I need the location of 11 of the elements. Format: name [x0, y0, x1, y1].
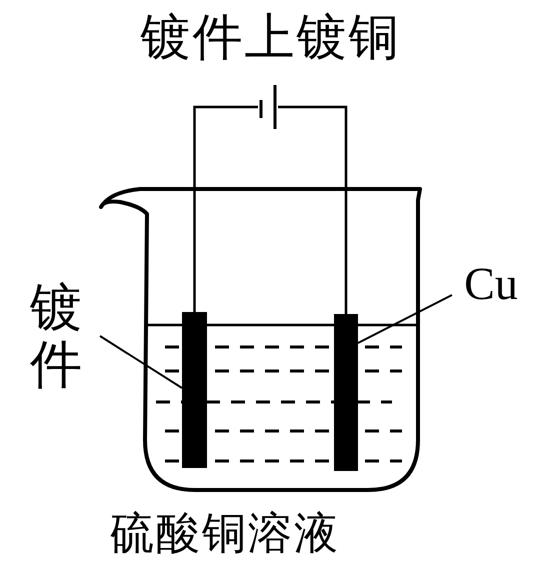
title: 镀件上镀铜: [140, 12, 402, 62]
solution-label: 硫酸铜溶液: [110, 510, 340, 558]
part-label: 镀件: [30, 280, 82, 394]
wire: [278, 106, 348, 314]
part-label: Cu: [464, 261, 518, 307]
leader-line: [99, 335, 183, 389]
wire: [193, 106, 258, 312]
electrode-bar: [182, 312, 207, 468]
leader-line: [358, 294, 452, 344]
battery-symbol: [258, 84, 278, 130]
electrode-bar: [334, 314, 358, 471]
